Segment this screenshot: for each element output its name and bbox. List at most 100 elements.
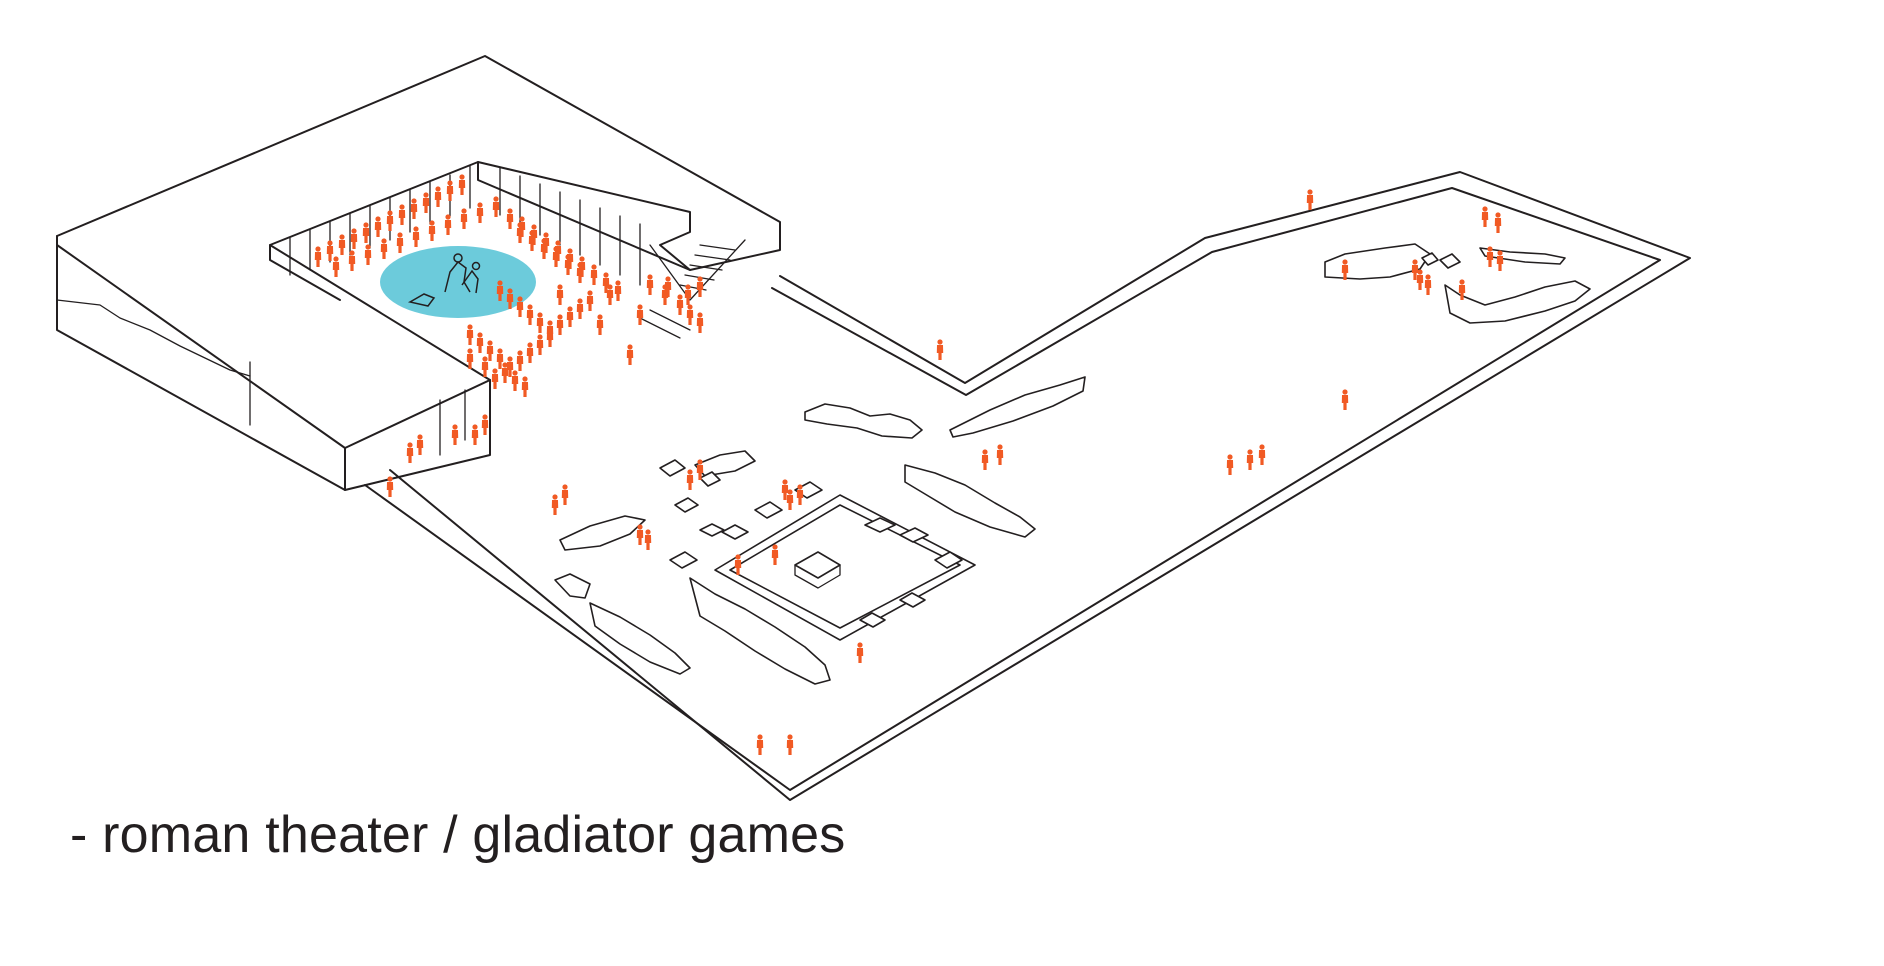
person-figure-icon <box>1246 449 1254 470</box>
person-figure-icon <box>576 262 584 283</box>
person-figure-icon <box>416 434 424 455</box>
person-figure-icon <box>476 202 484 223</box>
person-figure-icon <box>398 204 406 225</box>
person-figure-icon <box>676 294 684 315</box>
person-figure-icon <box>556 314 564 335</box>
person-figure-icon <box>460 208 468 229</box>
person-figure-icon <box>1481 206 1489 227</box>
person-figure-icon <box>380 238 388 259</box>
person-figure-icon <box>1416 269 1424 290</box>
person-figure-icon <box>996 444 1004 465</box>
person-figure-icon <box>350 228 358 249</box>
person-figure-icon <box>1411 259 1419 280</box>
person-figure-icon <box>636 304 644 325</box>
person-figure-icon <box>856 642 864 663</box>
person-figure-icon <box>1341 259 1349 280</box>
person-figure-icon <box>590 264 598 285</box>
person-figure-icon <box>466 324 474 345</box>
person-figure-icon <box>1458 279 1466 300</box>
person-figure-icon <box>556 284 564 305</box>
person-figure-icon <box>516 222 524 243</box>
person-figure-icon <box>434 186 442 207</box>
person-figure-icon <box>786 734 794 755</box>
person-figure-icon <box>540 238 548 259</box>
person-figure-icon <box>756 734 764 755</box>
person-figure-icon <box>458 174 466 195</box>
person-figure-icon <box>1306 189 1314 210</box>
person-figure-icon <box>528 230 536 251</box>
person-figure-icon <box>646 274 654 295</box>
person-figure-icon <box>481 356 489 377</box>
person-figure-icon <box>406 442 414 463</box>
person-figure-icon <box>636 524 644 545</box>
person-figure-icon <box>1424 274 1432 295</box>
person-figure-icon <box>364 244 372 265</box>
person-figure-icon <box>576 298 584 319</box>
person-figure-icon <box>451 424 459 445</box>
person-figure-icon <box>410 198 418 219</box>
person-figure-icon <box>602 272 610 293</box>
person-figure-icon <box>326 240 334 261</box>
person-figure-icon <box>552 246 560 267</box>
person-figure-icon <box>521 376 529 397</box>
person-figure-icon <box>428 220 436 241</box>
person-figure-icon <box>348 250 356 271</box>
person-figure-icon <box>496 280 504 301</box>
person-figure-icon <box>614 280 622 301</box>
person-figure-icon <box>362 222 370 243</box>
stair <box>639 239 746 339</box>
museum-building <box>56 55 781 491</box>
person-figure-icon <box>781 479 789 500</box>
person-figure-icon <box>1341 389 1349 410</box>
gladiator-figure-icon <box>407 253 481 307</box>
person-figure-icon <box>1258 444 1266 465</box>
person-figure-icon <box>536 312 544 333</box>
person-figure-icon <box>386 210 394 231</box>
person-figure-icon <box>506 356 514 377</box>
person-figure-icon <box>734 554 742 575</box>
person-figure-icon <box>374 216 382 237</box>
person-figure-icon <box>786 489 794 510</box>
person-figure-icon <box>396 232 404 253</box>
person-figure-icon <box>686 304 694 325</box>
person-figure-icon <box>696 312 704 333</box>
glass-facade <box>289 165 641 286</box>
person-figure-icon <box>422 192 430 213</box>
arena-stage <box>380 246 536 318</box>
person-figure-icon <box>566 306 574 327</box>
person-figure-icon <box>314 246 322 267</box>
archaeological-ruins <box>554 243 1591 685</box>
person-figure-icon <box>492 196 500 217</box>
person-figure-icon <box>696 459 704 480</box>
person-figure-icon <box>696 276 704 297</box>
person-figure-icon <box>536 334 544 355</box>
person-figure-icon <box>564 254 572 275</box>
person-figure-icon <box>684 284 692 305</box>
person-figure-icon <box>516 350 524 371</box>
person-figure-icon <box>496 348 504 369</box>
person-figure-icon <box>561 484 569 505</box>
person-figure-icon <box>386 476 394 497</box>
person-figure-icon <box>586 290 594 311</box>
person-figure-icon <box>501 362 509 383</box>
person-figure-icon <box>506 288 514 309</box>
person-figure-icon <box>1496 250 1504 271</box>
person-figure-icon <box>506 208 514 229</box>
person-figure-icon <box>516 296 524 317</box>
person-figure-icon <box>332 256 340 277</box>
person-figure-icon <box>1486 246 1494 267</box>
person-figure-icon <box>1226 454 1234 475</box>
person-figure-icon <box>626 344 634 365</box>
diagram-caption: - roman theater / gladiator games <box>70 806 846 864</box>
person-figure-icon <box>551 494 559 515</box>
person-figure-icon <box>664 276 672 297</box>
person-figure-icon <box>466 348 474 369</box>
person-figure-icon <box>412 226 420 247</box>
person-figure-icon <box>444 214 452 235</box>
site-boundary <box>364 171 1691 801</box>
person-figure-icon <box>486 340 494 361</box>
person-figure-icon <box>1494 212 1502 233</box>
person-figure-icon <box>526 342 534 363</box>
person-figure-icon <box>686 469 694 490</box>
